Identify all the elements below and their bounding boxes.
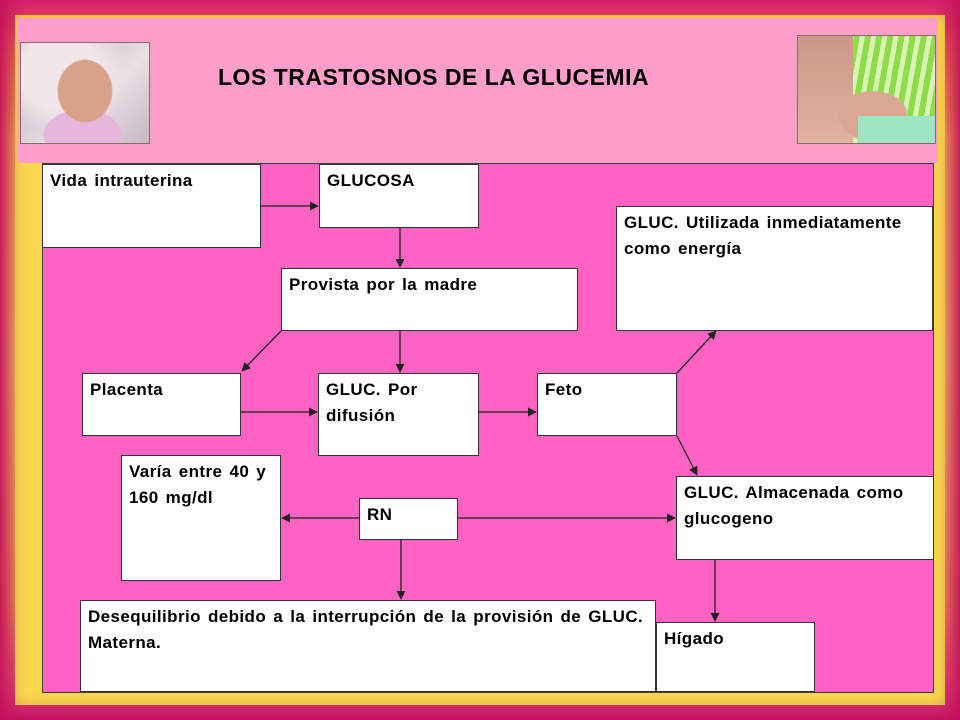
node-varia: Varía entre 40 y 160 mg/dl — [121, 455, 281, 581]
node-gluc-difusion: GLUC. Por difusión — [318, 373, 479, 456]
node-gluc-utilizada: GLUC. Utilizada inmediatamente como ener… — [616, 206, 933, 331]
node-desequilibrio: Desequilibrio debido a la interrupción d… — [80, 600, 656, 692]
node-glucosa: GLUCOSA — [319, 164, 479, 228]
photo-blanket-region — [858, 116, 935, 143]
header-band — [18, 18, 938, 163]
arrow-feto-to-almacenada — [676, 435, 698, 476]
node-higado: Hígado — [656, 622, 815, 692]
node-placenta: Placenta — [82, 373, 241, 436]
arrow-provista-to-placenta — [241, 330, 282, 372]
arrow-feto-to-utilizada — [676, 330, 717, 374]
node-feto: Feto — [537, 373, 677, 436]
newborn-breastfeeding-photo — [797, 35, 936, 144]
node-rn: RN — [359, 498, 458, 540]
node-vida-intrauterina: Vida intrauterina — [42, 164, 261, 248]
page-title: LOS TRASTOSNOS DE LA GLUCEMIA — [218, 64, 650, 90]
node-provista: Provista por la madre — [281, 268, 578, 331]
node-gluc-almacenada: GLUC. Almacenada como glucogeno — [676, 476, 934, 560]
newborn-sleeping-photo — [20, 42, 150, 144]
